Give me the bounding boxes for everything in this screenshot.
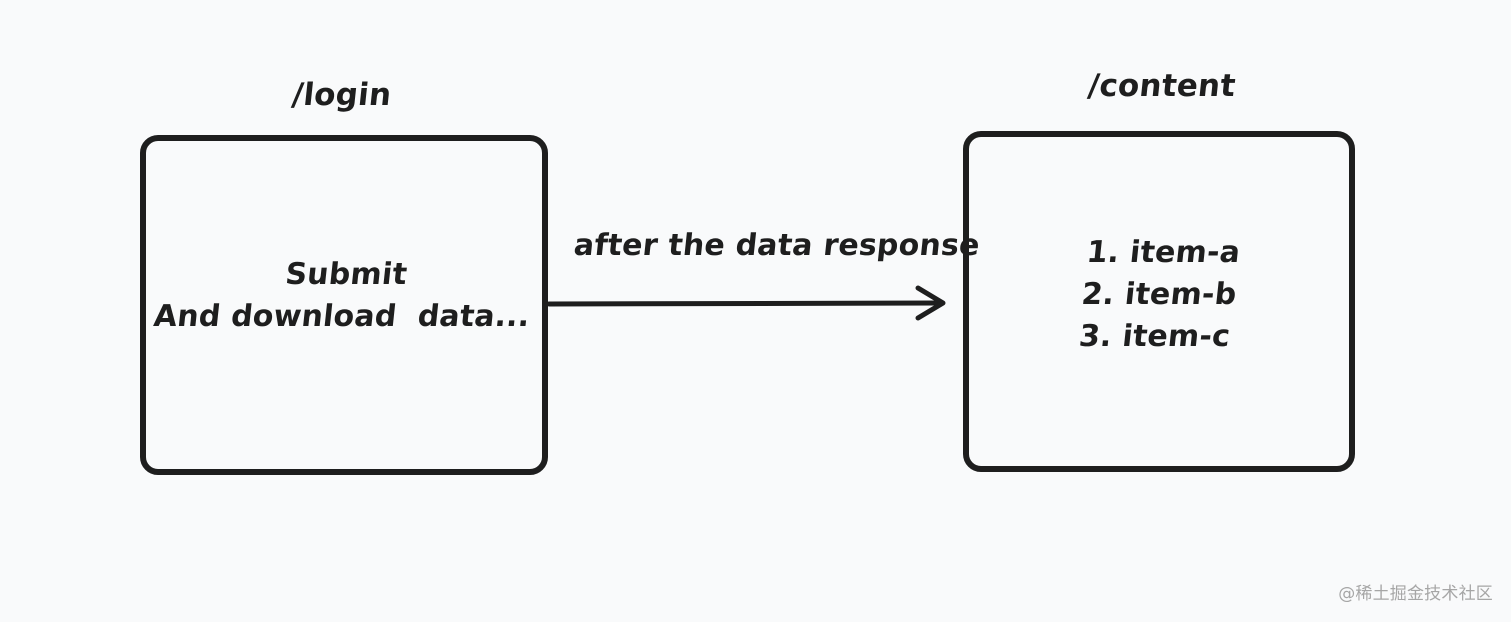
content-page-box <box>963 131 1355 472</box>
arrow-shaft <box>546 300 945 307</box>
arrow-head <box>915 285 946 321</box>
login-page-box <box>140 135 548 475</box>
watermark-text: @稀土掘金技术社区 <box>1338 584 1493 604</box>
